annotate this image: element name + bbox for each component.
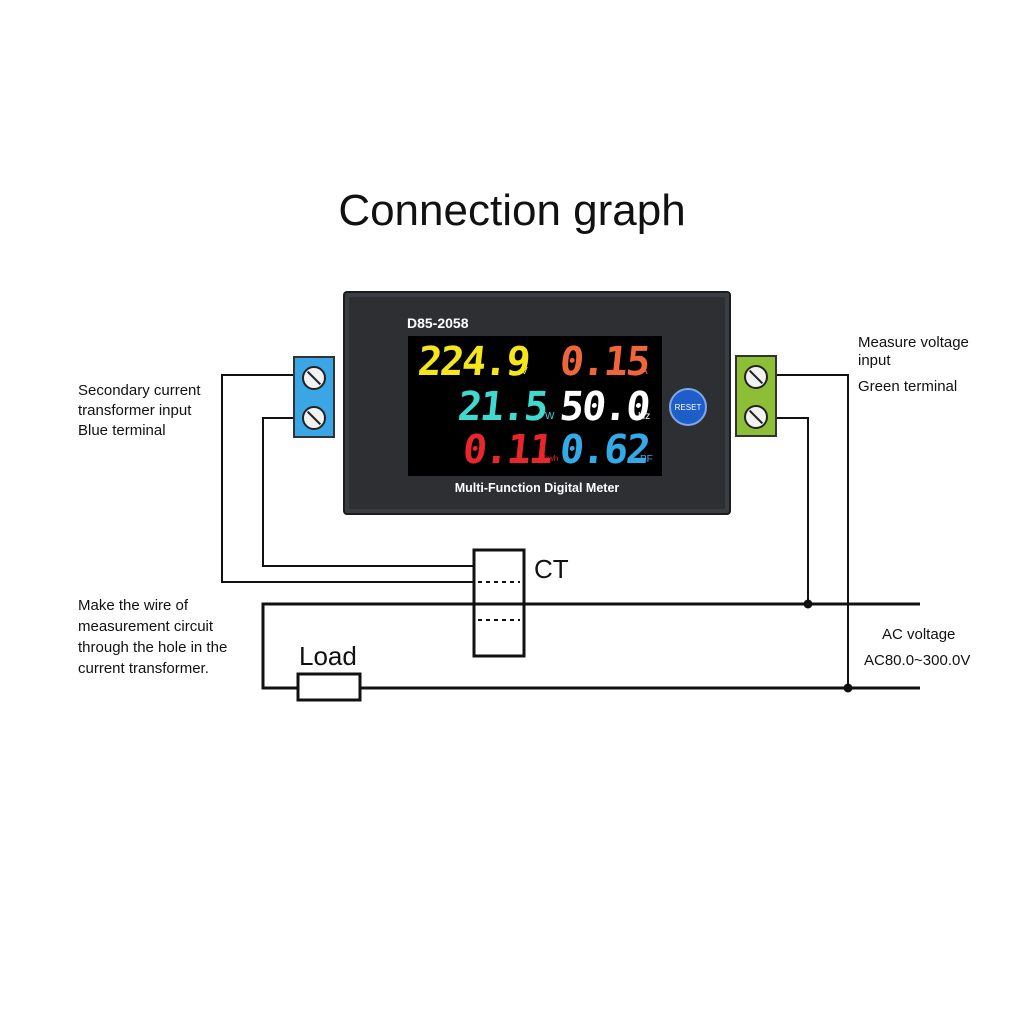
power-factor-reading: 0.62 (557, 427, 651, 473)
current-reading: 0.15 (557, 339, 651, 385)
power-factor-unit: PF (640, 454, 653, 465)
current-unit: A (641, 366, 648, 377)
junction-dot (843, 683, 853, 693)
blue-terminal (293, 356, 335, 438)
frequency-unit: Hz (638, 411, 651, 422)
energy-reading: 0.11 (460, 427, 554, 473)
junction-dot (803, 599, 813, 609)
ct-label: CT (534, 554, 569, 584)
green-terminal (735, 355, 777, 437)
circuit-loop (261, 602, 474, 690)
digital-meter: D85-2058 224.9 V 0.15 A 21.5 W 50.0 Hz 0… (343, 291, 731, 515)
reset-button[interactable]: RESET (669, 388, 707, 426)
meter-model: D85-2058 (407, 315, 469, 331)
diagram-title: Connection graph (338, 186, 686, 235)
wire-note-label: Make the wire of measurement circuit thr… (78, 597, 228, 677)
power-reading: 21.5 (455, 384, 549, 430)
meter-screen: 224.9 V 0.15 A 21.5 W 50.0 Hz 0.11 kwh 0… (408, 336, 662, 476)
voltage-wire-lower (773, 417, 809, 604)
screw-icon (744, 405, 768, 429)
meter-caption: Multi-Function Digital Meter (454, 481, 620, 495)
secondary-ct-label: Secondary current transformer input Blue… (78, 382, 201, 439)
screw-icon (302, 406, 326, 430)
ac-range-label: AC80.0~300.0V (864, 652, 971, 669)
measure-voltage-label: Measure voltage input Green terminal (858, 334, 969, 395)
load-resistor (296, 672, 362, 702)
power-unit: W (545, 411, 555, 422)
voltage-reading: 224.9 (415, 339, 531, 385)
screw-icon (302, 366, 326, 390)
voltage-unit: V (521, 366, 528, 377)
screw-icon (744, 365, 768, 389)
ct-wire-lower (262, 417, 474, 567)
load-label: Load (299, 641, 357, 671)
ct-wire-upper (221, 374, 474, 583)
frequency-reading: 50.0 (557, 384, 651, 430)
energy-unit: kwh (544, 454, 559, 463)
voltage-wire-upper (773, 374, 849, 688)
ac-voltage-label: AC voltage (882, 626, 956, 643)
